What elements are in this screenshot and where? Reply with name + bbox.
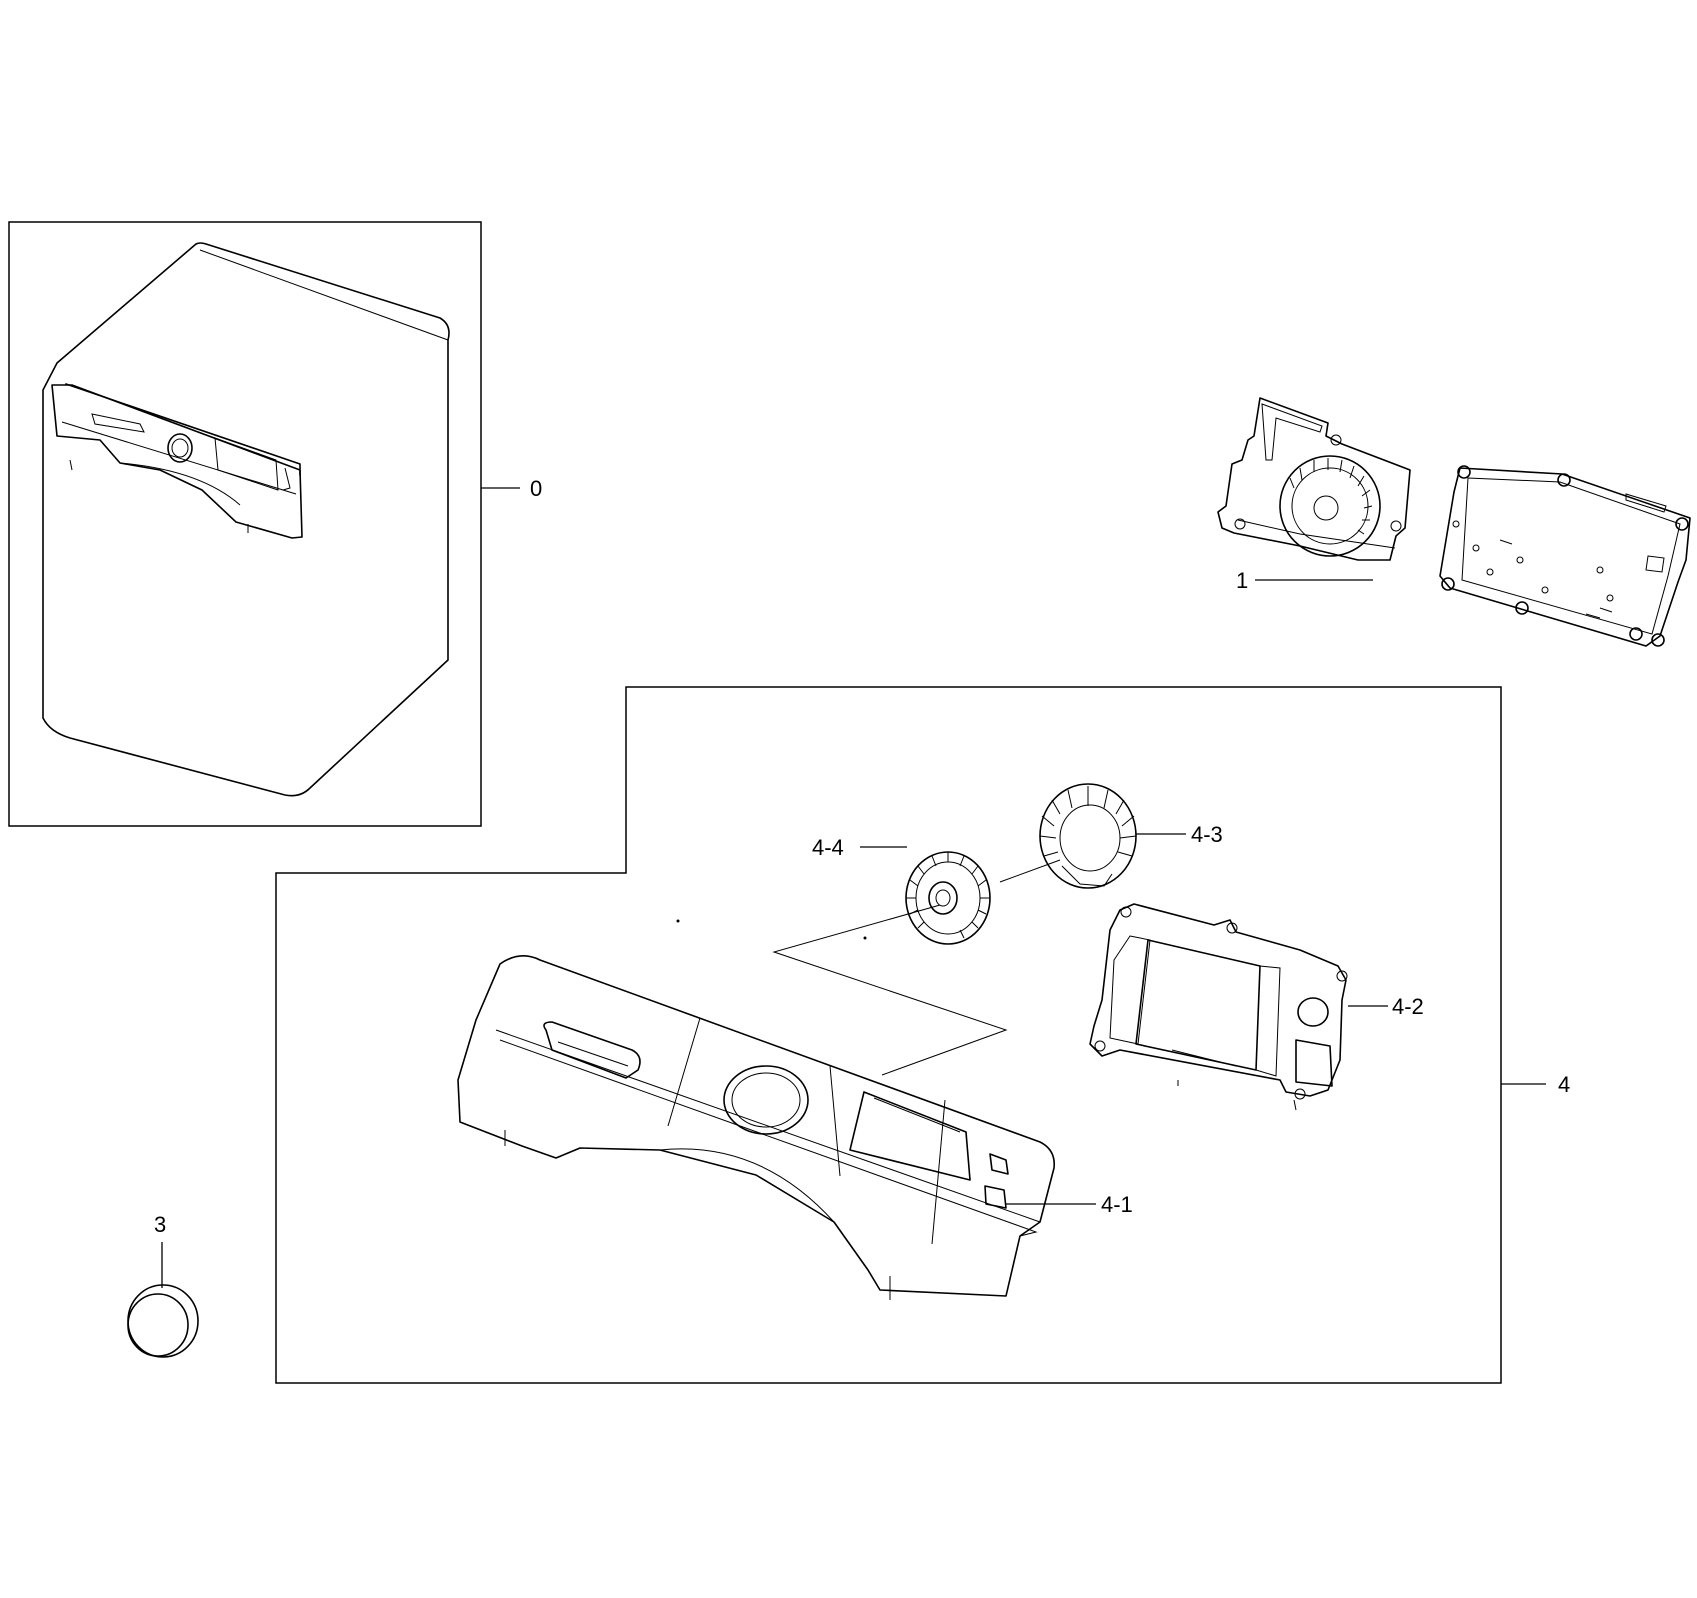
part-1-group: 1 — [1217, 397, 1691, 647]
callout-4-2: 4-2 — [1392, 994, 1424, 1019]
callout-3: 3 — [154, 1212, 166, 1237]
callout-4-1: 4-1 — [1101, 1192, 1133, 1217]
callout-1: 1 — [1236, 568, 1248, 593]
stray-mark — [863, 936, 867, 940]
callout-4-4: 4-4 — [812, 835, 844, 860]
part-4-1-panel-frame — [457, 955, 1056, 1300]
part-4-4-knob — [905, 851, 991, 945]
callout-0: 0 — [530, 476, 542, 501]
part-4-group: 4 4-4 4-3 — [275, 686, 1570, 1384]
part-0-frame — [8, 221, 482, 827]
assembly-guide-lines — [772, 859, 1061, 1076]
part-3-group: 3 — [127, 1212, 199, 1358]
assembly-cabinet-drawing — [42, 242, 450, 797]
part-4-3-ring — [1039, 783, 1137, 889]
callout-4: 4 — [1558, 1072, 1570, 1097]
part-0-group: 0 — [8, 221, 542, 827]
part-3-knob — [127, 1284, 199, 1358]
part-4-2-display-pcb — [1089, 903, 1348, 1111]
callout-4-3: 4-3 — [1191, 822, 1223, 847]
stray-mark — [676, 919, 680, 923]
part-4-frame — [275, 686, 1502, 1384]
pcb-main-drawing — [1217, 397, 1691, 647]
